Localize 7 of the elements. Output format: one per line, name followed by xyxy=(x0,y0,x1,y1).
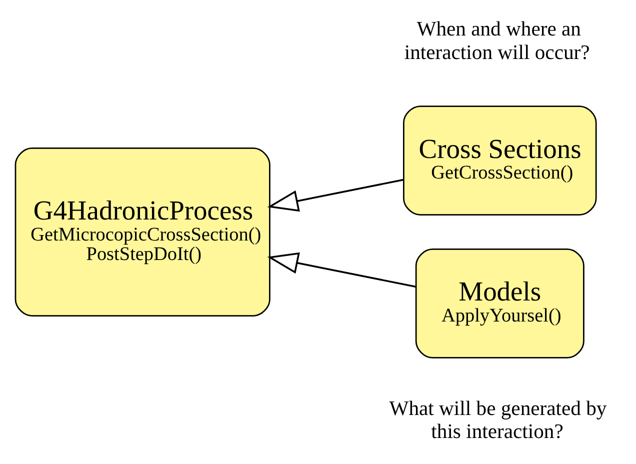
label: When and where an interaction will occur? xyxy=(404,18,590,64)
node-box: G4HadronicProcess GetMicrocopicCrossSection() PostStepDoIt() xyxy=(14,147,270,317)
node-box: Cross Sections GetCrossSection() xyxy=(402,106,596,216)
arrow xyxy=(266,178,404,212)
arrow xyxy=(266,252,416,288)
node-box: Models ApplyYoursel() xyxy=(414,248,584,358)
label: What will be generated by this interaction? xyxy=(388,398,606,444)
